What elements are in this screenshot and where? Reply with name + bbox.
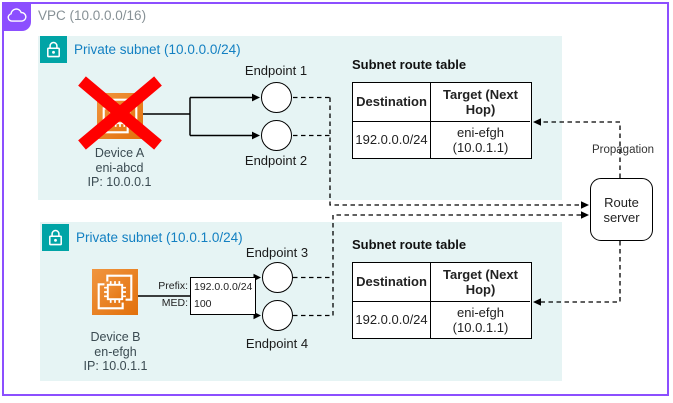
route-table-bottom-title: Subnet route table [352, 237, 467, 252]
vpc-cloud-icon [2, 2, 31, 31]
device-b-network-interface-icon [92, 269, 138, 320]
endpoint-4-node [262, 300, 293, 331]
endpoint-1-label: Endpoint 1 [244, 63, 308, 78]
device-b-interface: en-efgh [94, 344, 137, 359]
vpc-boundary [2, 2, 669, 396]
device-a-name: Device A [94, 146, 145, 160]
private-subnet-lock-icon-bottom [42, 224, 69, 251]
vpc-label: VPC (10.0.0.0/16) [38, 8, 147, 23]
device-a-network-interface-icon [97, 93, 143, 144]
route-table-top-title: Subnet route table [352, 57, 467, 72]
endpoint-1-node [261, 82, 292, 113]
route-table-top-header-target: Target (Next Hop) [431, 83, 530, 122]
med-label: MED: [161, 297, 188, 309]
route-table-bottom-cell-target: eni-efgh (10.0.1.1) [452, 304, 509, 335]
device-a-ip: IP: 10.0.0.1 [87, 175, 152, 189]
route-table-bottom: Destination Target (Next Hop) 192.0.0.0/… [352, 262, 532, 339]
route-table-top: Destination Target (Next Hop) 192.0.0.0/… [352, 82, 532, 159]
route-table-top-cell-destination: 192.0.0.0/24 [353, 121, 431, 158]
endpoint-2-node [261, 120, 292, 151]
route-table-top-header-destination: Destination [353, 83, 431, 122]
endpoint-3-label: Endpoint 3 [245, 245, 309, 260]
route-table-bottom-header-destination: Destination [353, 263, 431, 302]
route-table-top-cell-target: eni-efgh (10.0.1.1) [452, 124, 509, 155]
med-value: 100 [194, 298, 212, 310]
route-table-bottom-cell-destination: 192.0.0.0/24 [353, 301, 431, 338]
device-a-label: Device A eni-abcd IP: 10.0.0.1 [67, 146, 172, 190]
bgp-advertisement-box: 192.0.0.0/24 100 [190, 277, 256, 315]
endpoint-2-label: Endpoint 2 [244, 153, 308, 168]
device-b-label: Device B en-efgh IP: 10.0.1.1 [63, 330, 168, 374]
endpoint-4-label: Endpoint 4 [245, 336, 309, 351]
private-subnet-lock-icon-top [40, 36, 67, 63]
propagation-label: Propagation [591, 144, 655, 156]
route-server-node: Route server [590, 178, 653, 241]
subnet-label-top: Private subnet (10.0.0.0/24) [74, 42, 241, 57]
device-a-interface: eni-abcd [95, 160, 144, 175]
device-b-ip: IP: 10.0.1.1 [83, 359, 148, 373]
device-b-name: Device B [90, 330, 141, 344]
prefix-value: 192.0.0.0/24 [194, 281, 253, 293]
prefix-label: Prefix: [158, 280, 188, 292]
route-table-bottom-header-target: Target (Next Hop) [431, 263, 530, 302]
endpoint-3-node [262, 262, 293, 293]
subnet-label-bottom: Private subnet (10.0.1.0/24) [76, 230, 243, 245]
